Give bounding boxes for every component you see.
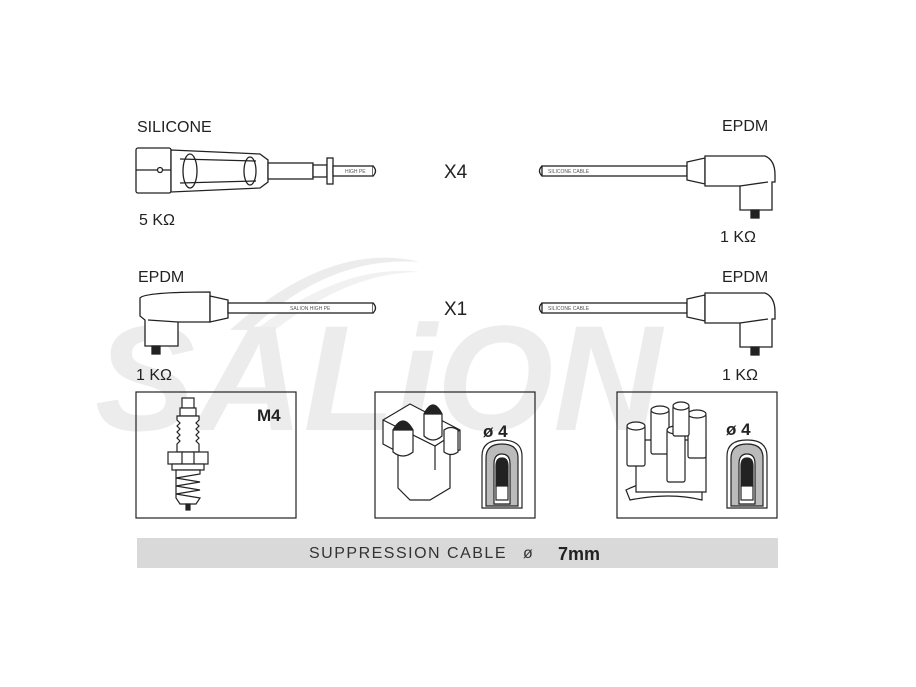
footer-diameter-symbol: ø <box>523 545 535 562</box>
row2-right-material: EPDM <box>722 269 769 286</box>
row2-right-resistance: 1 KΩ <box>722 367 758 384</box>
row1-quantity: X4 <box>444 162 468 183</box>
box-a-diameter-label: ø 4 <box>483 422 508 441</box>
row2-quantity: X1 <box>444 299 468 320</box>
distributor-cap-b-icon <box>625 401 707 501</box>
distributor-cap-a-icon <box>382 403 461 501</box>
row1-right-material: EPDM <box>722 118 769 135</box>
footer-diameter-value: 7mm <box>558 544 601 564</box>
row1-left-material: SILICONE <box>137 119 212 136</box>
spark-plug-thread-label: M4 <box>257 406 281 425</box>
row2-left-cable-print: SALION HIGH PE <box>290 306 331 312</box>
row1-left-cable-print: HIGH PE <box>345 169 366 175</box>
row1-right-resistance: 1 KΩ <box>720 229 756 246</box>
row2-right-angled-terminal <box>538 292 776 356</box>
row2-left-angled-terminal <box>139 291 377 355</box>
box-distributor-cap-a-frame <box>374 391 536 519</box>
row1-left-straight-terminal <box>135 147 377 194</box>
row2-left-material: EPDM <box>138 269 185 286</box>
row2-left-resistance: 1 KΩ <box>136 367 172 384</box>
row1-right-angled-terminal <box>538 155 776 219</box>
row2-right-cable-print: SILICONE CABLE <box>548 306 590 312</box>
box-b-diameter-label: ø 4 <box>726 420 751 439</box>
row1-right-cable-print: SILICONE CABLE <box>548 169 590 175</box>
row1-left-resistance: 5 KΩ <box>139 212 175 229</box>
box-spark-plug-frame <box>135 391 297 519</box>
footer-bar <box>137 538 778 568</box>
boot-section-a-icon <box>481 439 523 509</box>
footer-cable-type: SUPPRESSION CABLE <box>309 545 507 562</box>
box-distributor-cap-b-frame <box>616 391 778 519</box>
boot-section-b-icon <box>726 439 768 509</box>
spark-plug-icon <box>167 397 209 511</box>
